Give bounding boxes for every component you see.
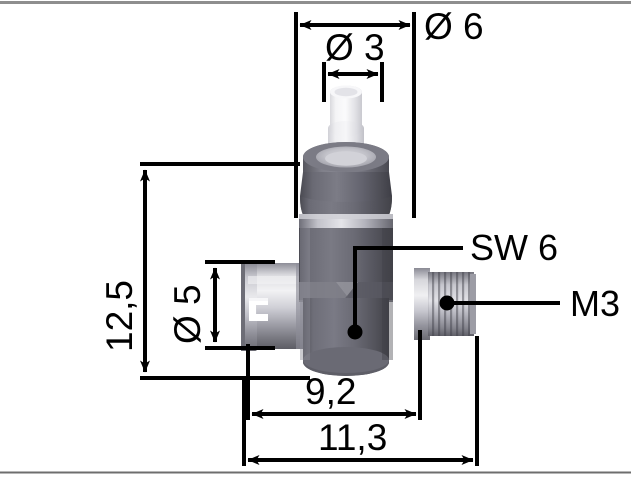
hex-body	[299, 228, 393, 376]
dimension-label-width-9-2: 9,2	[305, 371, 356, 412]
dimension-height-12-5: 12,5	[99, 162, 310, 380]
dimension-label-dia5: Ø 5	[167, 284, 208, 344]
page-frame	[0, 1, 631, 474]
callout-label-m3: M3	[570, 283, 620, 324]
dimension-dia5: Ø 5	[167, 260, 275, 350]
dimension-dia6: Ø 6	[294, 6, 484, 218]
dimension-label-dia3: Ø 3	[325, 27, 385, 68]
callout-dot-sw6	[347, 324, 363, 340]
dimension-dia3: Ø 3	[322, 27, 385, 102]
dimension-label-width-11-3: 11,3	[318, 417, 387, 458]
callout-sw6: SW 6	[347, 227, 558, 340]
dimension-width-11-3: 11,3	[242, 336, 479, 466]
collar-band	[299, 214, 393, 232]
dimension-width-9-2: 9,2	[246, 330, 422, 420]
callout-dot-m3	[439, 295, 455, 311]
dimension-label-dia6: Ø 6	[424, 6, 484, 47]
callout-label-sw6: SW 6	[470, 227, 558, 268]
callout-m3: M3	[439, 283, 620, 324]
dimension-label-height-12-5: 12,5	[99, 280, 140, 352]
